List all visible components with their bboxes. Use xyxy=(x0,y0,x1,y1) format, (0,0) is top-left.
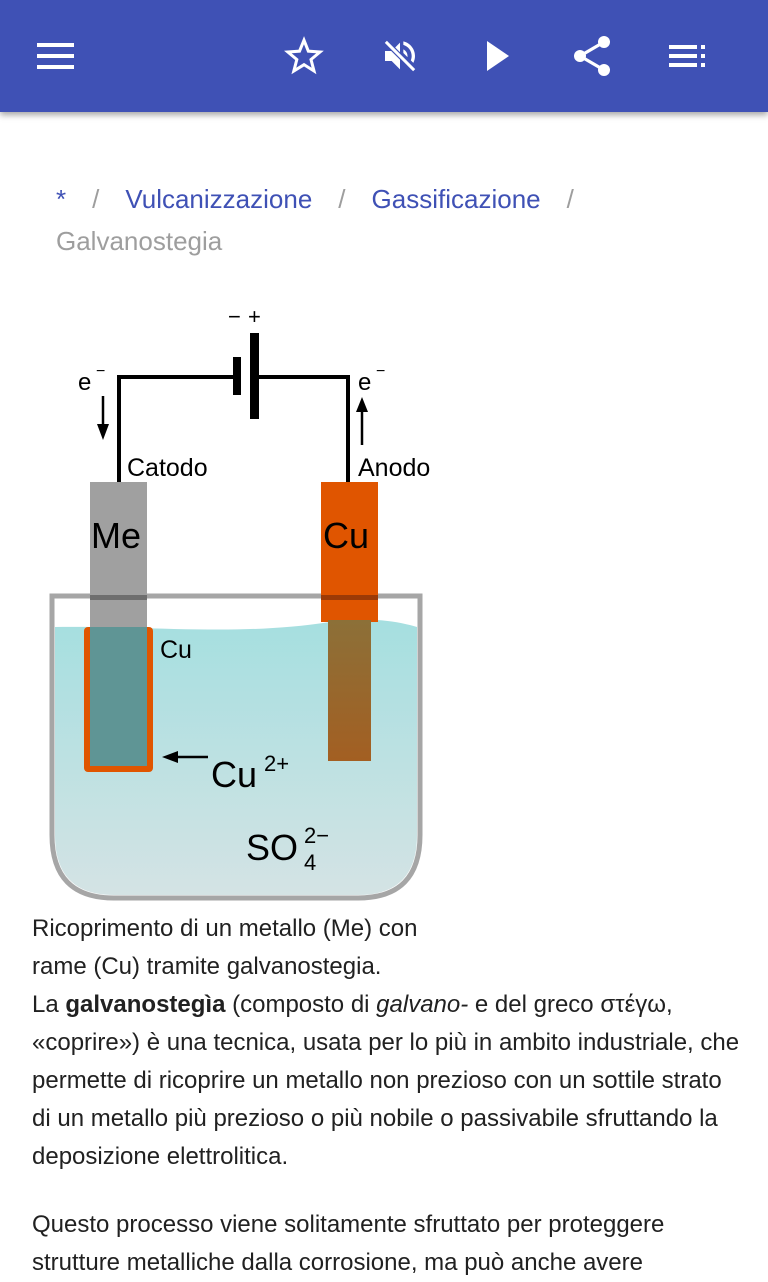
wire-right xyxy=(258,375,350,482)
breadcrumb-current: Galvanostegia xyxy=(56,226,223,256)
share-icon xyxy=(574,36,610,76)
breadcrumb-vulcanizzazione[interactable]: Vulcanizzazione xyxy=(125,184,313,214)
wire-left xyxy=(117,375,236,482)
electron-left-label: e xyxy=(78,369,91,396)
breadcrumb-home[interactable]: * xyxy=(56,184,67,214)
electroplating-figure[interactable]: − + e − e − Catodo Anodo Me Cu Cu Cu xyxy=(40,300,460,910)
menu-icon xyxy=(37,43,74,69)
term-galvanostegia: galvanostegìa xyxy=(65,991,226,1018)
breadcrumb-separator: / xyxy=(338,184,346,214)
play-button[interactable] xyxy=(470,28,526,84)
mute-button[interactable] xyxy=(372,28,428,84)
menu-button[interactable] xyxy=(28,28,84,84)
battery-plus-label: + xyxy=(248,304,261,329)
caption-line-1: Ricoprimento di un metallo (Me) con xyxy=(32,915,418,942)
app-bar xyxy=(0,0,768,112)
p1-mid: (composto di xyxy=(225,991,377,1018)
cation-label: Cu xyxy=(211,754,257,795)
anion-charge: 2− xyxy=(304,823,329,848)
share-button[interactable] xyxy=(564,28,620,84)
anion-label: SO xyxy=(246,827,298,868)
breadcrumb: * / Vulcanizzazione / Gassificazione / Galvan… xyxy=(56,178,736,262)
article-paragraph-2: Questo processo viene solitamente sfrutt… xyxy=(32,1211,665,1276)
caption-line-2: rame (Cu) tramite galvanostegia. xyxy=(32,953,382,980)
electroplating-diagram: − + e − e − Catodo Anodo Me Cu Cu Cu xyxy=(49,304,430,901)
cation-charge: 2+ xyxy=(264,751,289,776)
favorite-button[interactable] xyxy=(276,28,332,84)
contents-button[interactable] xyxy=(660,28,716,84)
cathode-electrode xyxy=(90,482,147,627)
breadcrumb-separator: / xyxy=(566,184,574,214)
electron-right-label: e xyxy=(358,369,371,396)
cathode-submerged xyxy=(90,627,147,766)
breadcrumb-separator: / xyxy=(92,184,100,214)
breadcrumb-gassificazione[interactable]: Gassificazione xyxy=(371,184,541,214)
article-paragraph-1: La galvanostegìa (composto di galvano- e… xyxy=(32,986,742,1176)
cathode-label: Catodo xyxy=(127,454,208,482)
anode-label: Anodo xyxy=(358,454,430,482)
electron-left-charge: − xyxy=(96,363,105,380)
play-icon xyxy=(487,41,509,71)
toc-icon xyxy=(669,45,705,67)
battery-minus-label: − xyxy=(228,304,241,329)
anode-metal-label: Cu xyxy=(323,515,369,556)
anion-subscript: 4 xyxy=(304,850,316,875)
p1-rest: e del greco στέγω, «coprire») è una tecn… xyxy=(32,991,740,1170)
article-content: Ricoprimento di un metallo (Me) con rame… xyxy=(32,910,742,1282)
figure-caption: Ricoprimento di un metallo (Me) con rame… xyxy=(32,910,742,986)
anode-submerged xyxy=(328,620,371,761)
term-galvano: galvano- xyxy=(376,991,469,1018)
p1-prefix: La xyxy=(32,991,66,1018)
electron-right-charge: − xyxy=(376,363,385,380)
battery-short-plate xyxy=(233,357,241,395)
cathode-metal-label: Me xyxy=(91,515,141,556)
star-icon xyxy=(284,36,324,75)
coating-label: Cu xyxy=(160,636,192,664)
battery-long-plate xyxy=(250,333,259,419)
volume-off-icon xyxy=(383,39,417,73)
